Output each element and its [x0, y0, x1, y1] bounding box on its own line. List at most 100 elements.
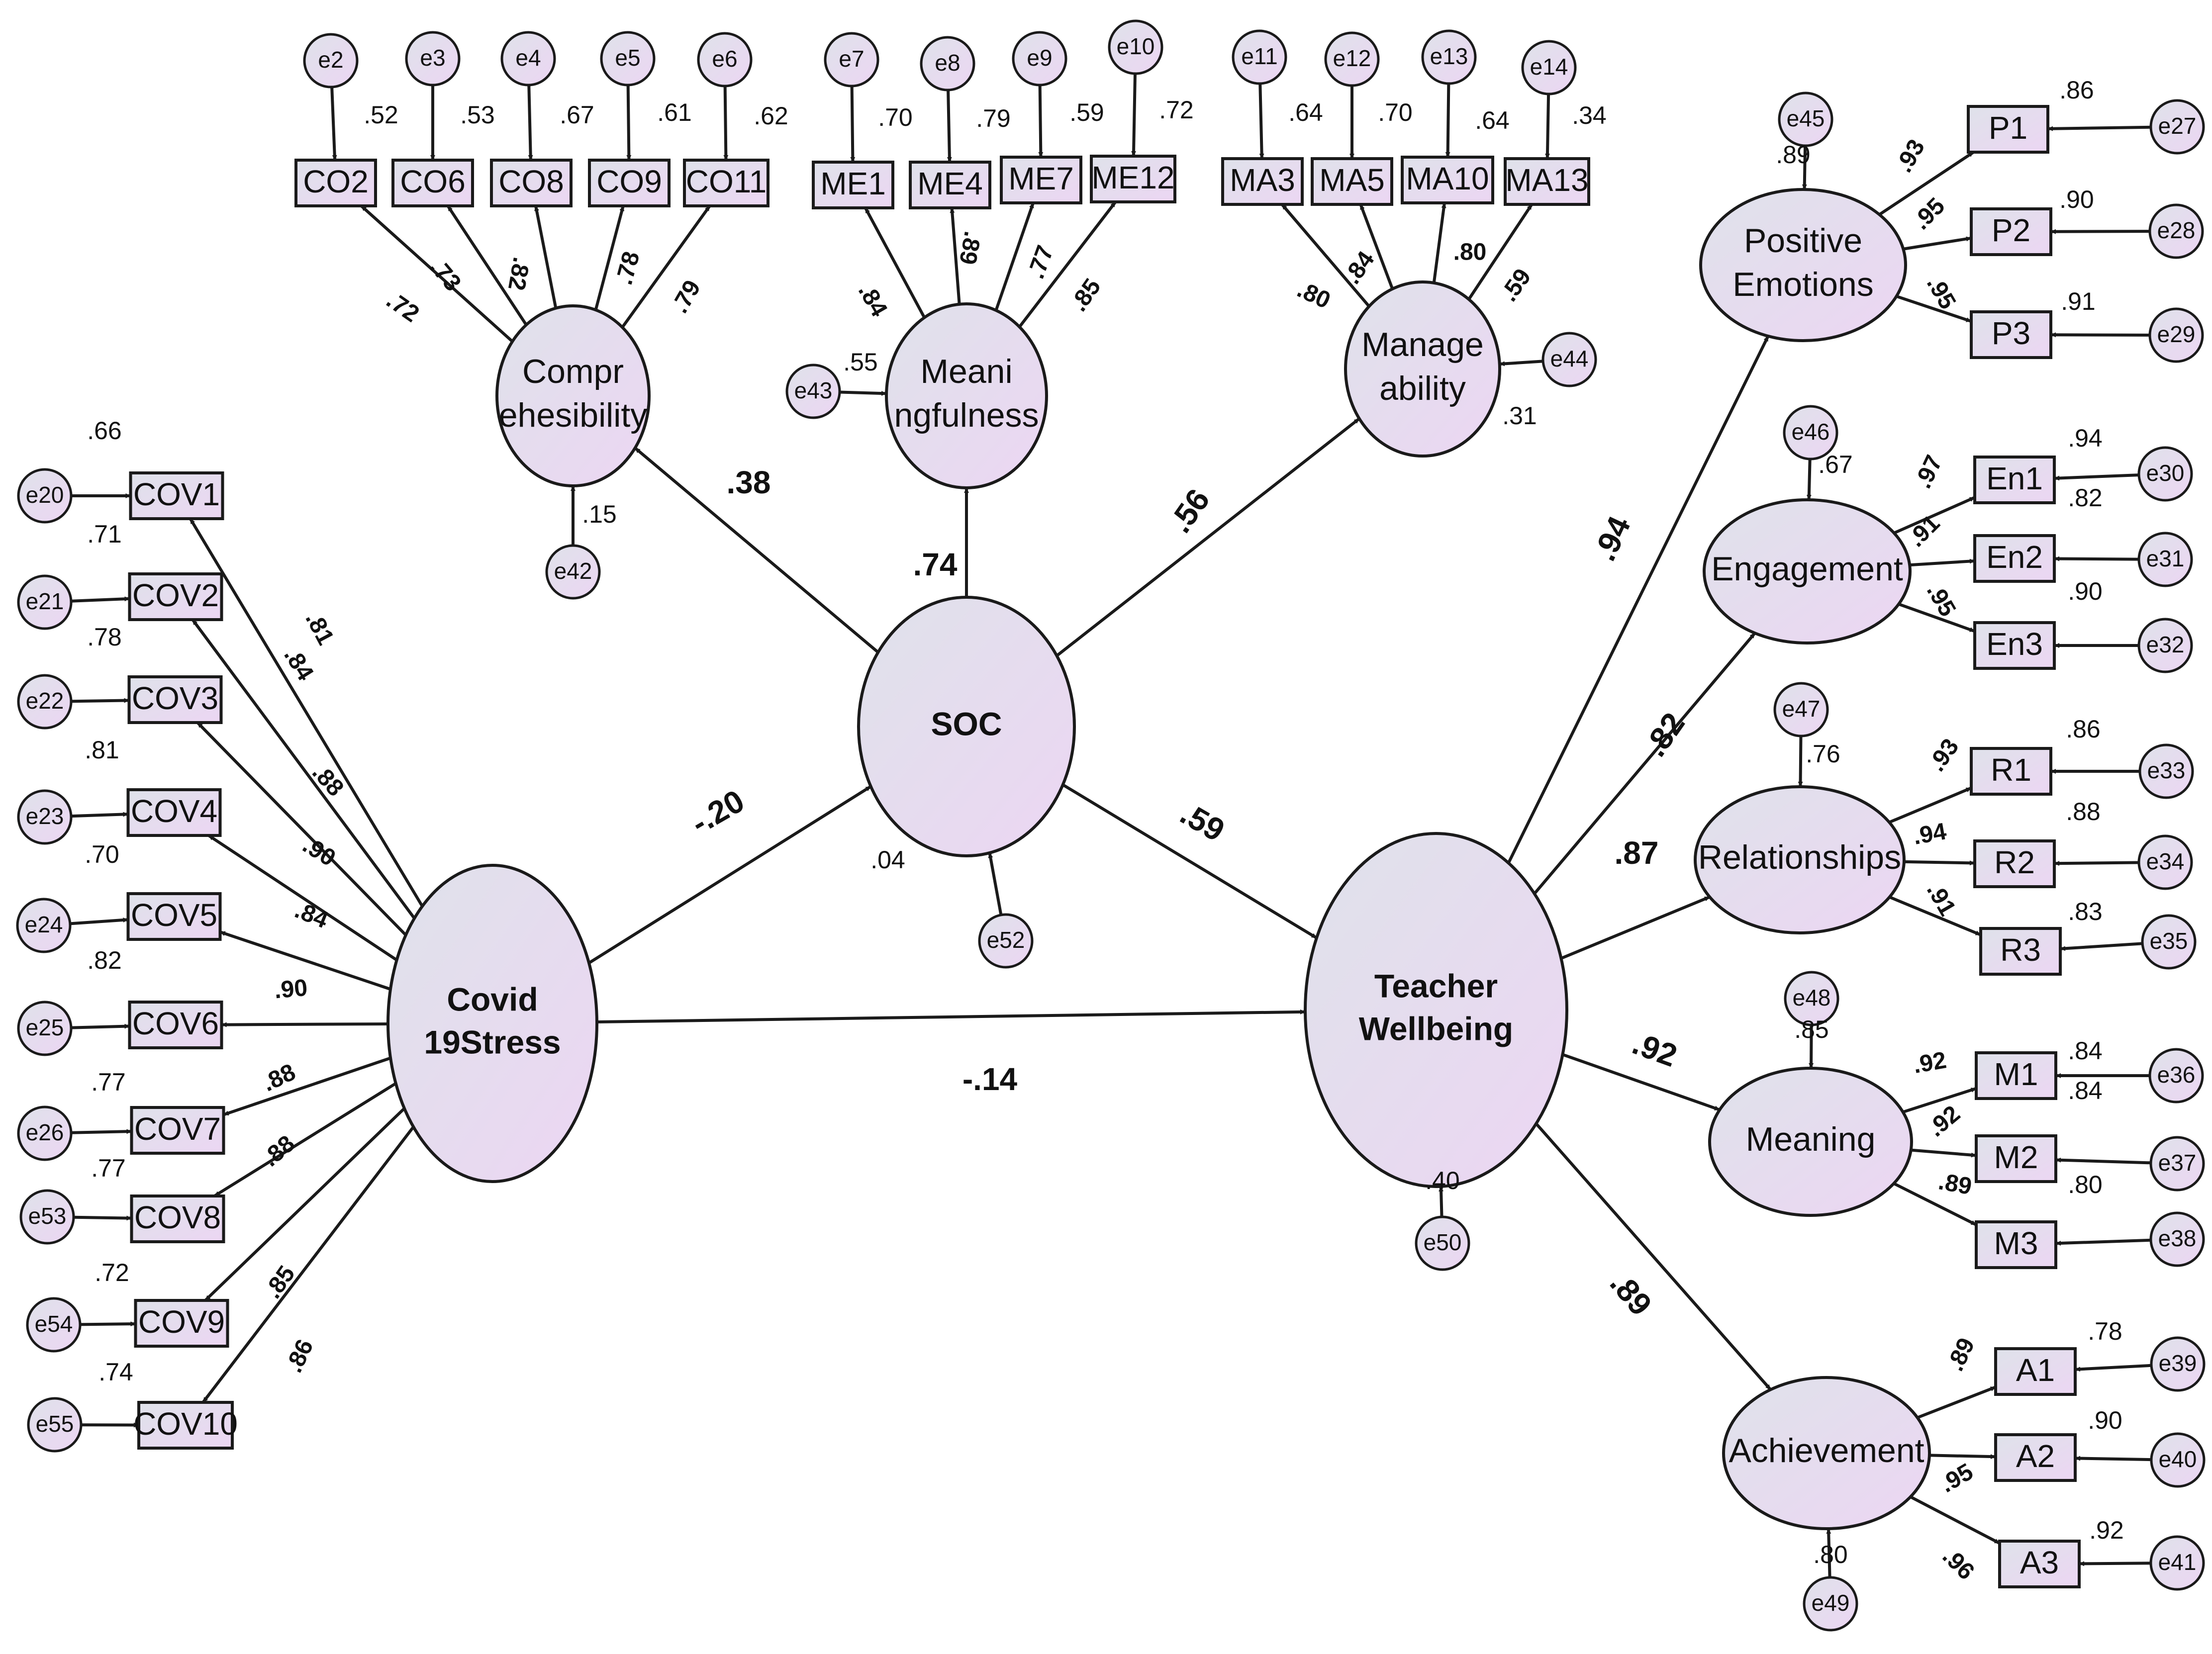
indicator-R1	[1970, 747, 2052, 796]
error-label-e5: e5	[615, 45, 640, 71]
indicator-label-M3: M3	[1994, 1225, 2038, 1261]
loading-value-P1: .93	[1891, 135, 1930, 177]
r2-COV8: .77	[91, 1154, 126, 1182]
latent-label-meani: ngfulness	[894, 396, 1039, 434]
loading-M2	[1911, 1148, 1977, 1158]
disturbance-e49	[1803, 1576, 1858, 1632]
r2-A2: .90	[2088, 1406, 2122, 1434]
r2-COV7: .77	[91, 1068, 126, 1096]
path-cov-soc	[588, 785, 872, 964]
indicator-label-A3: A3	[2020, 1545, 2059, 1580]
path-tw-rel	[1560, 895, 1711, 960]
loading-value-M3: .89	[1936, 1168, 1974, 1200]
error-label-e54: e54	[35, 1311, 73, 1337]
indicator-label-CO11: CO11	[686, 164, 767, 199]
error-e54	[26, 1297, 82, 1353]
error-label-e7: e7	[839, 46, 864, 72]
indicator-COV3	[127, 675, 223, 724]
error-e38	[2149, 1211, 2205, 1267]
loading-value-R1: .93	[1923, 734, 1964, 776]
indicator-En2	[1973, 534, 2056, 583]
indicator-label-COV9: COV9	[138, 1304, 225, 1340]
error-label-e38: e38	[2158, 1225, 2197, 1251]
disturbance-label-e47: e47	[1782, 696, 1821, 722]
loading-CO6	[446, 205, 528, 326]
indicator-label-M2: M2	[1994, 1139, 2038, 1175]
indicator-label-CO9: CO9	[596, 164, 662, 199]
r2-tw: .40	[1425, 1167, 1460, 1195]
r2-R3: .83	[2068, 898, 2103, 925]
loading-COV1	[189, 518, 424, 907]
indicator-ME4	[909, 161, 991, 209]
loading-value-En2: .91	[1903, 510, 1945, 552]
r2-soc: .04	[870, 846, 905, 874]
indicator-label-R3: R3	[2000, 932, 2041, 968]
latent-label-cov: 19Stress	[424, 1023, 561, 1060]
error-label-e3: e3	[420, 45, 445, 71]
r2-mea: .85	[1794, 1015, 1829, 1043]
r2-eng: .67	[1818, 451, 1853, 478]
loading-P3	[1896, 294, 1972, 323]
error-label-e22: e22	[26, 688, 64, 714]
loading-value-ME1: .84	[853, 279, 892, 321]
error-path-e2	[330, 87, 337, 161]
loading-M3	[1893, 1182, 1977, 1226]
disturbance-path-e44	[1499, 360, 1543, 367]
r2-manage: .31	[1502, 402, 1537, 430]
disturbance-path-e43	[839, 390, 887, 396]
error-label-e33: e33	[2147, 757, 2186, 783]
error-label-e35: e35	[2150, 928, 2188, 954]
loading-value-CO11: .79	[667, 276, 706, 317]
r2-COV6: .82	[87, 946, 122, 974]
path-tw-pe	[1507, 335, 1770, 864]
indicator-label-M1: M1	[1994, 1056, 2038, 1092]
latent-tw	[1304, 832, 1568, 1188]
indicator-P1	[1967, 105, 2049, 154]
error-e14	[1521, 40, 1577, 95]
indicator-label-COV2: COV2	[132, 577, 219, 613]
error-path-e6	[723, 86, 729, 161]
r2-meani: .55	[843, 348, 878, 376]
error-e11	[1232, 29, 1287, 85]
error-path-e37	[2055, 1157, 2151, 1165]
error-path-e35	[2060, 942, 2143, 951]
r2-MA3: .64	[1288, 98, 1323, 126]
indicator-label-COV7: COV7	[134, 1111, 221, 1147]
error-label-e10: e10	[1117, 33, 1155, 59]
error-label-e36: e36	[2157, 1062, 2196, 1088]
disturbance-path-e52	[988, 852, 1003, 916]
error-e40	[2150, 1432, 2206, 1488]
error-label-e12: e12	[1333, 45, 1371, 71]
loading-value-COV6: .90	[273, 975, 308, 1004]
loading-value-COV3: .88	[307, 759, 349, 802]
coef-soc-compr: .38	[727, 464, 771, 500]
error-path-e24	[70, 918, 128, 925]
r2-MA5: .70	[1378, 98, 1413, 126]
disturbance-e47	[1773, 682, 1829, 737]
loading-ME12	[1018, 201, 1117, 328]
loading-COV9	[204, 1107, 405, 1302]
error-e41	[2149, 1535, 2205, 1591]
indicator-MA13	[1504, 157, 1590, 206]
error-label-e20: e20	[26, 482, 64, 508]
error-label-e40: e40	[2159, 1446, 2197, 1472]
r2-pe: .89	[1776, 141, 1811, 169]
error-e8	[920, 36, 975, 92]
loading-value-P2: .95	[1908, 193, 1950, 235]
coef-cov-soc: -.20	[685, 783, 751, 841]
error-path-e30	[2054, 473, 2139, 481]
indicator-CO6	[391, 159, 474, 207]
disturbance-path-e46	[1806, 459, 1812, 500]
latent-mea	[1708, 1067, 1913, 1217]
error-label-e26: e26	[26, 1119, 64, 1145]
r2-MA13: .34	[1572, 101, 1607, 129]
indicator-label-COV3: COV3	[132, 680, 218, 716]
loading-MA10	[1432, 202, 1446, 283]
r2-COV5: .70	[85, 840, 119, 868]
path-soc-manage	[1056, 417, 1360, 657]
error-e3	[405, 31, 461, 87]
latent-ach	[1722, 1376, 1931, 1530]
r2-compr: .15	[582, 500, 617, 528]
error-e21	[17, 574, 73, 630]
disturbance-e43	[785, 364, 841, 419]
